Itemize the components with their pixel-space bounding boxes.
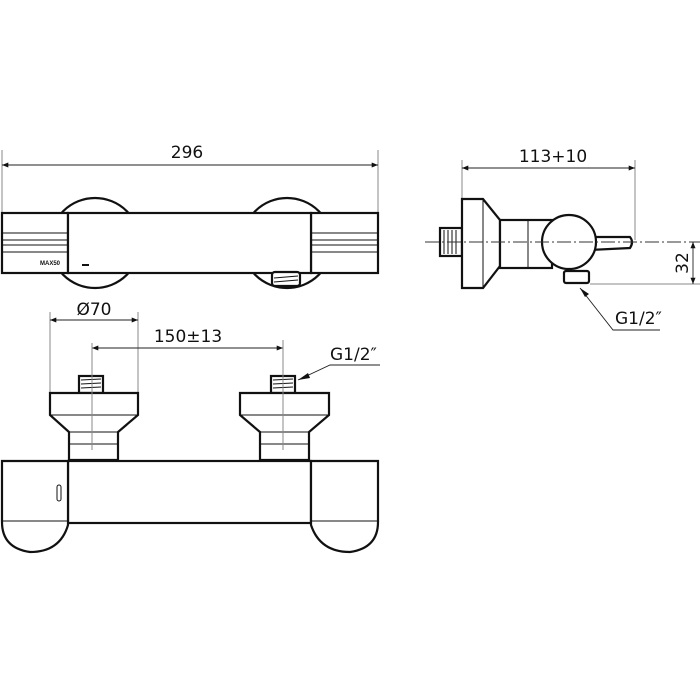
outlet-thread-label: G1/2″: [615, 309, 662, 329]
thermostat-body: [66, 211, 313, 275]
spacing-dimension-label: 150±13: [154, 327, 222, 347]
outlet: [270, 270, 302, 288]
inlet-leader: [297, 364, 380, 381]
wall-flange: [460, 197, 502, 290]
lever: [588, 235, 634, 252]
left-inlet: [48, 374, 140, 462]
right-end-cap: [309, 459, 380, 554]
width-dimension-label: 296: [171, 143, 203, 163]
right-handle: [309, 211, 380, 275]
mixer-bar: [66, 459, 313, 525]
side-outlet: [562, 269, 591, 285]
right-inlet: [238, 374, 331, 462]
top-view: 296 MAX50: [0, 143, 380, 290]
left-end-cap: [0, 459, 70, 554]
depth-dimension-label: 113+10: [519, 147, 587, 167]
diameter-dimension-label: Ø70: [76, 300, 111, 320]
max-marking: MAX50: [40, 261, 61, 267]
front-view: Ø70 150±13 G1/2″: [0, 300, 380, 554]
outlet-leader: [579, 287, 660, 331]
inlet-thread-label: G1/2″: [330, 345, 377, 365]
side-view: 113+10 32 G1/2″: [425, 147, 700, 331]
offset-dimension-label: 32: [673, 252, 693, 274]
